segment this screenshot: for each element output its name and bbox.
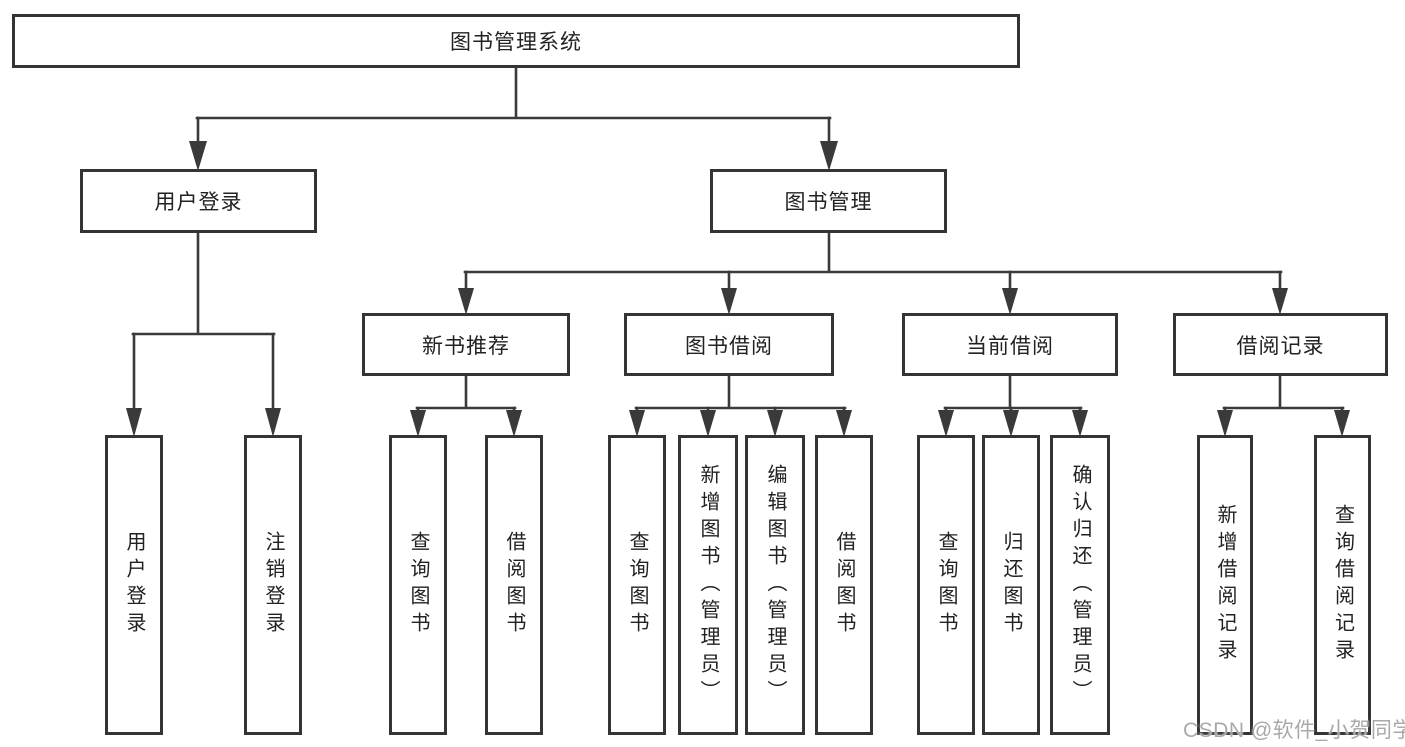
arrow-down-icon: [265, 408, 281, 437]
arrow-down-icon: [1272, 288, 1288, 315]
arrow-down-icon: [126, 408, 142, 437]
node-borrow-record: 借阅记录: [1173, 313, 1388, 376]
arrow-down-icon: [1072, 410, 1088, 437]
node-current-borrow: 当前借阅: [902, 313, 1118, 376]
arrow-down-icon: [458, 288, 474, 315]
arrow-down-icon: [836, 410, 852, 437]
leaf-borrow-books: 借阅图书: [815, 435, 873, 735]
arrow-down-icon: [1002, 288, 1018, 315]
leaf-logout: 注销登录: [244, 435, 302, 735]
node-new-book-recommend: 新书推荐: [362, 313, 570, 376]
arrow-down-icon: [721, 288, 737, 315]
csdn-watermark: CSDN @软件_小贺同学: [1183, 719, 1405, 742]
arrow-down-icon: [189, 141, 207, 171]
arrow-down-icon: [1217, 410, 1233, 437]
leaf-borrow-books: 借阅图书: [485, 435, 543, 735]
leaf-query-books: 查询图书: [389, 435, 447, 735]
leaf-edit-books-admin: 编辑图书（管理员）: [745, 435, 805, 735]
arrow-down-icon: [410, 410, 426, 437]
leaf-return-books: 归还图书: [982, 435, 1040, 735]
leaf-add-books-admin: 新增图书（管理员）: [678, 435, 738, 735]
leaf-query-borrow-record: 查询借阅记录: [1314, 435, 1371, 735]
leaf-query-books: 查询图书: [608, 435, 666, 735]
node-book-borrow: 图书借阅: [624, 313, 834, 376]
leaf-confirm-return-admin: 确认归还（管理员）: [1050, 435, 1110, 735]
arrow-down-icon: [820, 141, 838, 171]
leaf-add-borrow-record: 新增借阅记录: [1197, 435, 1253, 735]
arrow-down-icon: [629, 410, 645, 437]
arrow-down-icon: [1334, 410, 1350, 437]
leaf-query-books: 查询图书: [917, 435, 975, 735]
node-root-library-system: 图书管理系统: [12, 14, 1020, 68]
arrow-down-icon: [1003, 410, 1019, 437]
arrowheads: [126, 141, 1350, 437]
leaf-user-login: 用户登录: [105, 435, 163, 735]
arrow-down-icon: [700, 410, 716, 437]
node-book-management-branch: 图书管理: [710, 169, 947, 233]
arrow-down-icon: [938, 410, 954, 437]
arrow-down-icon: [767, 410, 783, 437]
arrow-down-icon: [506, 410, 522, 437]
node-user-login-branch: 用户登录: [80, 169, 317, 233]
